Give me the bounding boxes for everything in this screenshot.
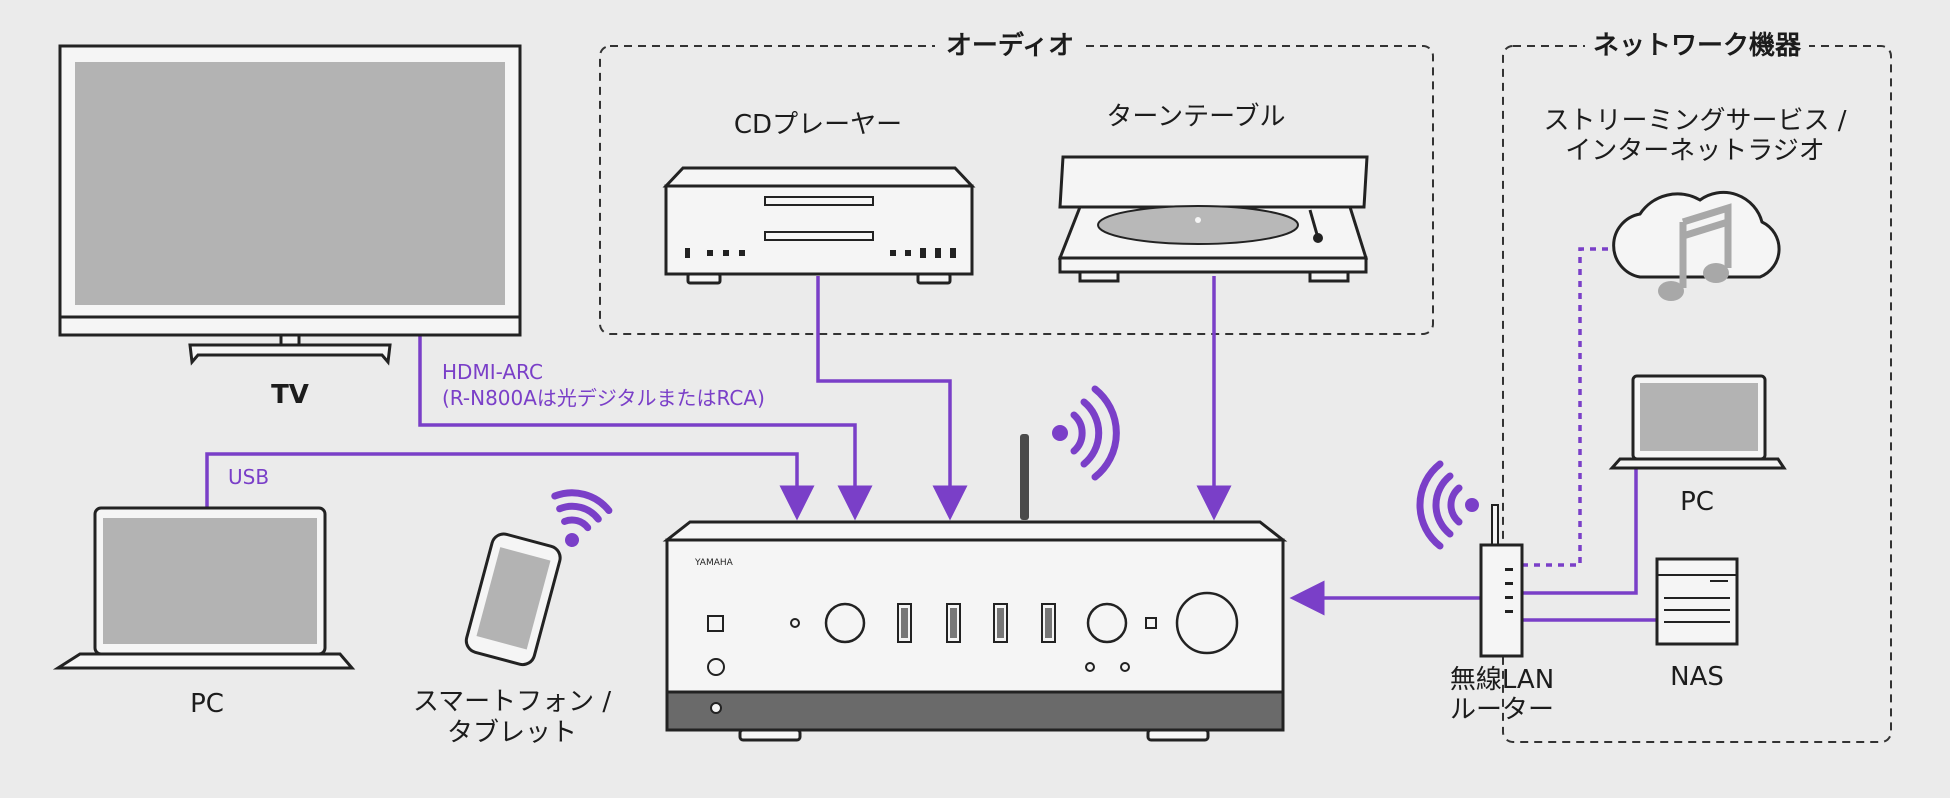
music-note-icon (1658, 203, 1732, 301)
amplifier-device: YAMAHA (662, 385, 1288, 742)
pc-left-device: PC (52, 506, 356, 719)
router-cloud-line (1522, 247, 1615, 567)
network-group: ネットワーク機器 (1502, 30, 1892, 743)
nas-device: NAS (1655, 557, 1739, 692)
streaming-label-2: インターネットラジオ (1565, 136, 1824, 166)
hdmi-label: HDMI-ARC (442, 360, 543, 384)
router-pc-line (1522, 466, 1638, 595)
smartphone-device: スマートフォン / タブレット (413, 489, 613, 748)
hdmi-line (418, 336, 873, 521)
usb-line (205, 452, 815, 521)
router-label-2: ルーター (1450, 695, 1554, 725)
pc-left-label: PC (190, 689, 224, 719)
connection-lines (205, 247, 1657, 622)
pc-right-device: PC (1608, 374, 1787, 517)
cd-player-label: CDプレーヤー (734, 110, 902, 140)
pc-right-label: PC (1680, 487, 1714, 517)
nas-label: NAS (1670, 662, 1724, 692)
usb-label: USB (228, 465, 269, 489)
smartphone-label-1: スマートフォン / (413, 687, 611, 717)
tv-label: TV (271, 380, 309, 410)
audio-group: オーディオ (599, 30, 1434, 335)
audio-group-label: オーディオ (946, 30, 1074, 61)
tv-device: TV (58, 44, 522, 410)
network-group-label: ネットワーク機器 (1593, 31, 1802, 61)
cd-player-device: CDプレーヤー (662, 110, 976, 285)
router-device: 無線LAN ルーター (1416, 460, 1554, 725)
turntable-device: ターンテーブル (1057, 102, 1369, 283)
hdmi-note-label: (R-N800Aは光デジタルまたはRCA) (442, 386, 765, 410)
router-label-1: 無線LAN (1450, 665, 1554, 695)
turntable-label: ターンテーブル (1106, 102, 1285, 132)
amp-wifi-icon (1052, 385, 1120, 481)
streaming-device: ストリーミングサービス / インターネットラジオ (1543, 106, 1847, 301)
cd-line (816, 276, 968, 521)
streaming-label-1: ストリーミングサービス / (1543, 106, 1846, 136)
smartphone-label-2: タブレット (447, 718, 577, 748)
smartphone-wifi-icon (551, 489, 613, 547)
brand-logo: YAMAHA (694, 558, 734, 568)
router-wifi-icon (1416, 460, 1479, 550)
